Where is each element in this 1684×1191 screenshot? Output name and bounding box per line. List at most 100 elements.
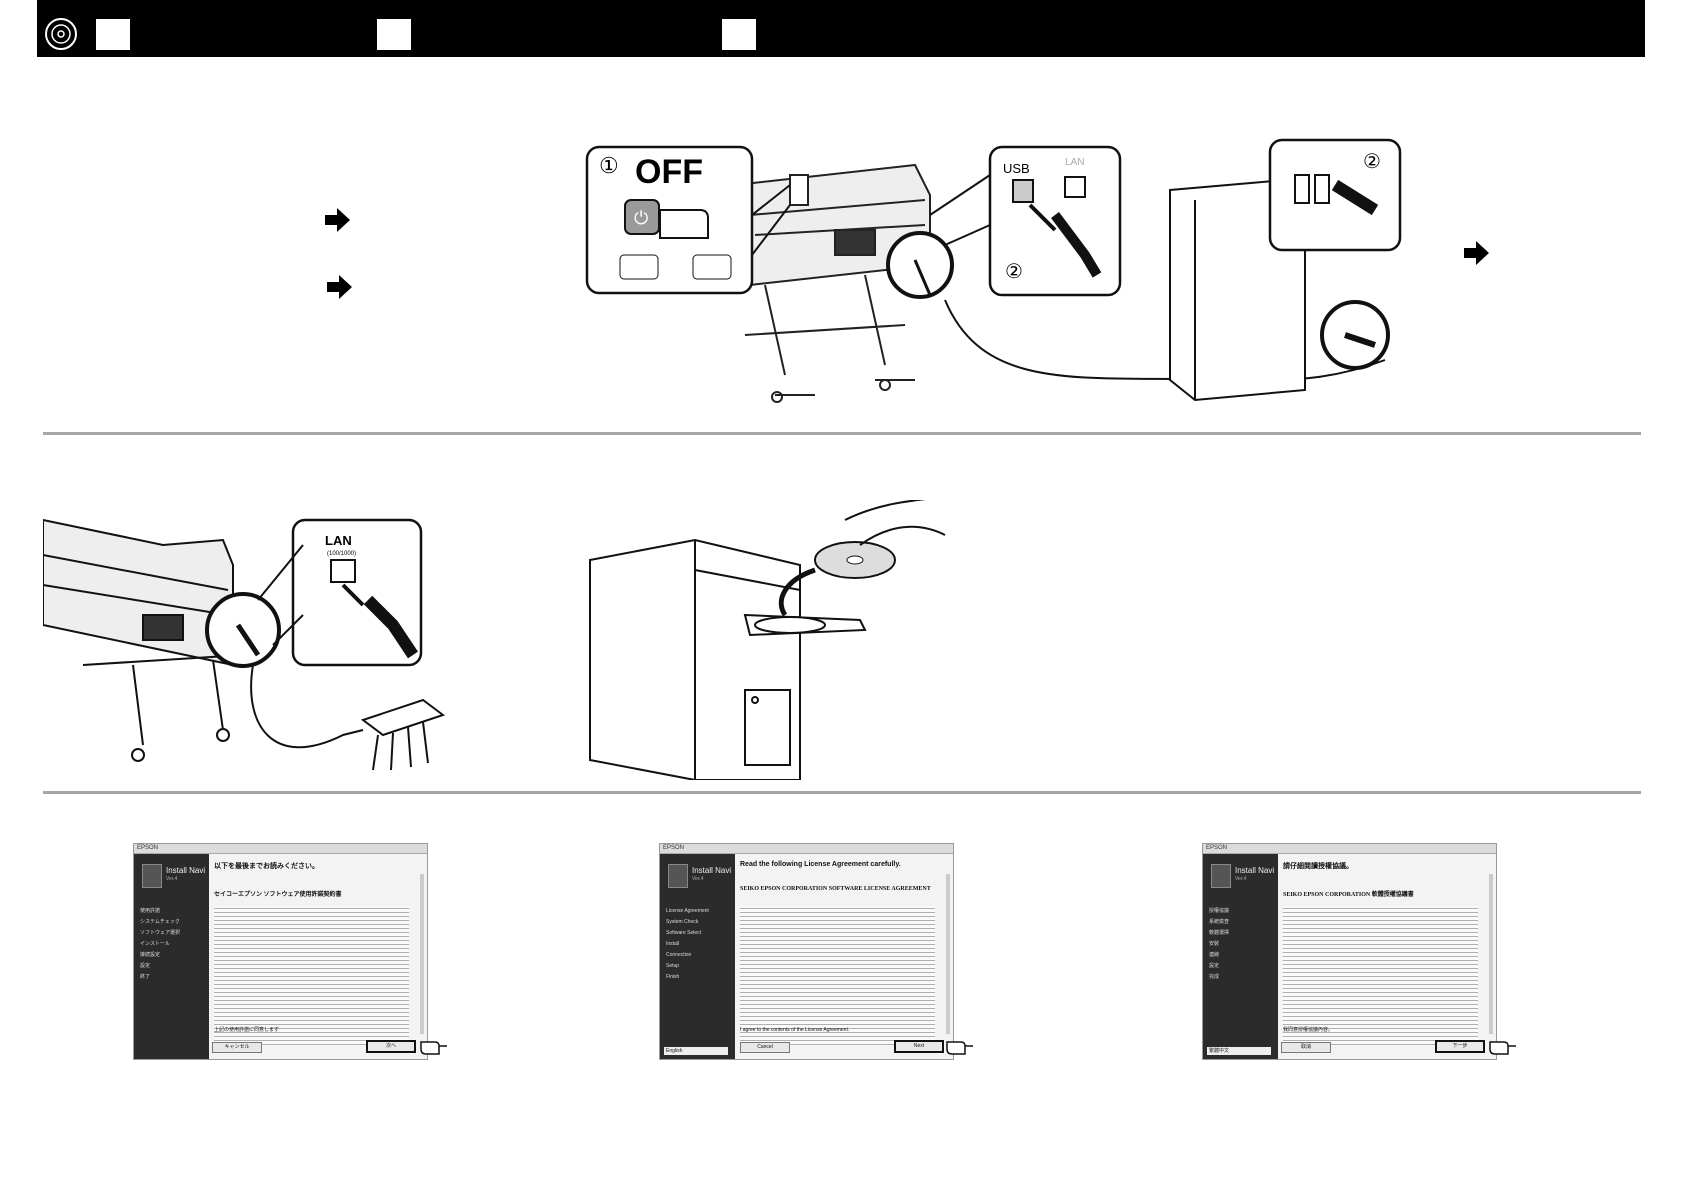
sidebar-item: 安裝 [1209, 941, 1220, 947]
insert-arrow-icon [778, 567, 816, 617]
epson-logo-icon [142, 864, 162, 888]
step-box-2 [377, 19, 411, 50]
sidebar-item: Finish [666, 974, 680, 980]
license-text [214, 906, 409, 1046]
sidebar-item: 連線 [1209, 952, 1220, 958]
installer-sidebar: Install Navi Ver.4 License Agreement Sys… [660, 854, 735, 1059]
app-version: Ver.4 [692, 876, 704, 882]
sidebar-item: 設定 [140, 963, 151, 969]
sidebar-item: システムチェック [140, 919, 180, 925]
agree-checkbox[interactable]: 上記の使用許諾に同意します [214, 1027, 280, 1033]
sidebar-item: ソフトウェア選択 [140, 930, 181, 936]
cancel-button[interactable]: キャンセル [212, 1042, 262, 1053]
license-panel: 請仔細閱讀授權協議。 SEIKO EPSON CORPORATION 軟體授權協… [1283, 856, 1486, 1059]
language-select[interactable]: 繁體中文 [1207, 1047, 1271, 1055]
license-title: セイコーエプソン ソフトウェア使用許諾契約書 [214, 892, 342, 898]
installer-sidebar: Install Navi Ver.4 授權協議 系統檢查 軟體選擇 安裝 連線 … [1203, 854, 1278, 1059]
pressing-hand-icon [659, 209, 709, 239]
svg-text:⏻: ⏻ [634, 208, 648, 229]
installer-screenshot-en: EPSON Install Navi Ver.4 License Agreeme… [659, 843, 954, 1060]
usb-connection-illustration: ① OFF ⏻ USB LAN ② ② [585, 138, 1402, 403]
window-titlebar: EPSON [1203, 844, 1496, 854]
step-two-marker-pc: ② [1363, 151, 1381, 173]
app-version: Ver.4 [166, 876, 178, 882]
right-arrow-icon [1464, 241, 1489, 265]
sidebar-item: 終了 [140, 974, 151, 980]
sidebar-item: 授權協議 [1209, 908, 1230, 914]
cd-insert-illustration [589, 500, 946, 780]
power-off-label: OFF [635, 153, 703, 191]
scrollbar[interactable] [946, 874, 950, 1034]
app-brand: Install Navi [692, 866, 732, 875]
license-panel: 以下を最後までお読みください。 セイコーエプソン ソフトウェア使用許諾契約書 上… [214, 856, 417, 1059]
sidebar-item: 軟體選擇 [1209, 930, 1230, 936]
lan-connection-illustration: LAN (100/1000) [43, 518, 446, 771]
sidebar-item: Software Select [666, 930, 702, 936]
lan-label: LAN [325, 533, 352, 548]
epson-logo-icon [1211, 864, 1231, 888]
sidebar-item: License Agreement [666, 908, 709, 914]
epson-logo-icon [668, 864, 688, 888]
license-text [740, 906, 935, 1046]
license-heading: 請仔細閱讀授權協議。 [1283, 863, 1353, 870]
window-titlebar: EPSON [134, 844, 427, 854]
port-zoom-circle [886, 231, 954, 299]
step-box-3 [722, 19, 756, 50]
app-version: Ver.4 [1235, 876, 1247, 882]
lan-label-faded: LAN [1065, 157, 1084, 168]
pointing-hand-icon [1489, 1041, 1516, 1055]
language-select[interactable]: English [664, 1047, 728, 1055]
lan-speed-label: (100/1000) [327, 551, 356, 557]
cancel-button[interactable]: 取消 [1281, 1042, 1331, 1053]
step-one-marker: ① [599, 153, 619, 178]
pc-port-zoom-circle [1320, 300, 1390, 370]
pointing-hand-icon [420, 1041, 447, 1055]
agree-checkbox[interactable]: 我同意授權協議內容。 [1283, 1027, 1334, 1033]
usb-label: USB [1003, 161, 1030, 176]
license-title: SEIKO EPSON CORPORATION 軟體授權協議書 [1283, 892, 1414, 898]
window-titlebar: EPSON [660, 844, 953, 854]
printer-illustration [43, 518, 244, 762]
step-box-1 [96, 19, 130, 50]
sidebar-item: Connection [666, 952, 692, 958]
sidebar-item: System Check [666, 919, 699, 925]
next-button[interactable]: Next [894, 1040, 944, 1053]
right-arrow-icon [327, 275, 352, 299]
cancel-button[interactable]: Cancel [740, 1042, 790, 1053]
next-button[interactable]: 次へ [366, 1040, 416, 1053]
pointing-hand-icon [946, 1041, 973, 1055]
cd-disc-icon [45, 18, 77, 50]
scrollbar[interactable] [420, 874, 424, 1034]
installer-screenshot-ja: EPSON Install Navi Ver.4 使用許諾 システムチェック ソ… [133, 843, 428, 1060]
sidebar-item: インストール [140, 941, 170, 947]
license-title: SEIKO EPSON CORPORATION SOFTWARE LICENSE… [740, 886, 931, 892]
usb-cable [944, 299, 1386, 382]
sidebar-item: 設定 [1209, 963, 1220, 969]
header-bar [37, 0, 1645, 57]
sidebar-item: 完成 [1209, 974, 1220, 980]
app-brand: Install Navi [1235, 866, 1275, 875]
agree-checkbox[interactable]: I agree to the contents of the License A… [740, 1027, 850, 1033]
sidebar-item: 使用許諾 [140, 908, 161, 914]
network-hub-icon [360, 698, 446, 737]
next-button[interactable]: 下一步 [1435, 1040, 1485, 1053]
installer-sidebar: Install Navi Ver.4 使用許諾 システムチェック ソフトウェア選… [134, 854, 209, 1059]
step-two-marker: ② [1005, 261, 1023, 283]
pc-usb-callout [1268, 138, 1402, 252]
hand-icon [844, 500, 946, 546]
license-heading: 以下を最後までお読みください。 [214, 863, 319, 870]
lan-cable [250, 664, 364, 749]
license-heading: Read the following License Agreement car… [740, 861, 901, 868]
printer-illustration [733, 163, 931, 403]
sidebar-item: Setup [666, 963, 680, 969]
sidebar-item: Install [666, 941, 680, 947]
installer-screenshot-zh: EPSON Install Navi Ver.4 授權協議 系統檢查 軟體選擇 … [1202, 843, 1497, 1060]
license-panel: Read the following License Agreement car… [740, 856, 943, 1059]
sidebar-item: 系統檢查 [1209, 919, 1230, 925]
sidebar-item: 接続設定 [140, 952, 161, 958]
scrollbar[interactable] [1489, 874, 1493, 1034]
license-text [1283, 906, 1478, 1046]
computer-tower-illustration [589, 538, 867, 780]
app-brand: Install Navi [166, 866, 206, 875]
right-arrow-icon [325, 208, 350, 232]
